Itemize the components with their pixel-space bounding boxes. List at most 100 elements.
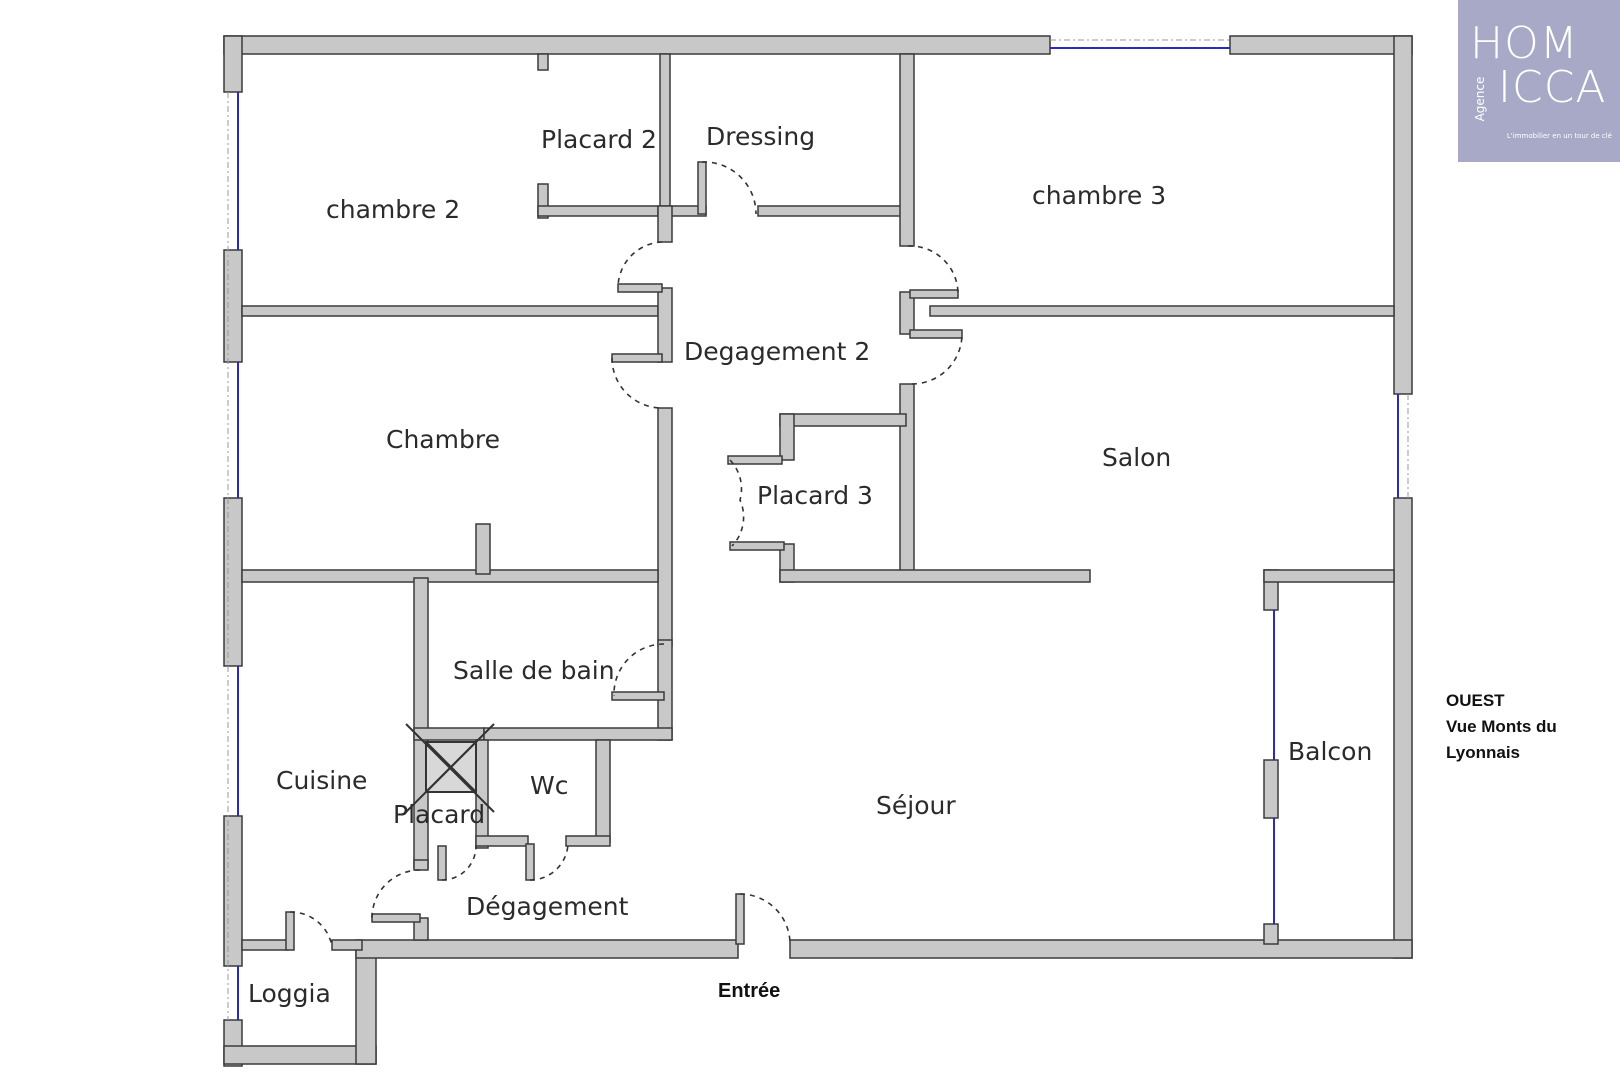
door-swings — [289, 161, 963, 947]
door-leaf-loggia — [285, 911, 295, 951]
wall-wc-left — [475, 739, 489, 849]
wall-deg2-left-mid — [657, 287, 673, 363]
outer-wall-bottom-left — [355, 939, 739, 959]
door-leaf-salon — [909, 329, 963, 339]
room-label-dressing: Dressing — [706, 122, 815, 151]
door-leaf-chambre2 — [617, 283, 663, 293]
door-leaf-entree — [735, 893, 745, 945]
door-swing-loggia — [289, 911, 333, 947]
door-swing-salon — [911, 333, 963, 385]
doors — [285, 161, 963, 951]
orientation-line-2: Vue Monts du — [1446, 717, 1557, 736]
room-label-placard2: Placard 2 — [541, 125, 657, 154]
outer-wall-top-left — [223, 35, 1051, 55]
orientation-note: OUEST Vue Monts du Lyonnais — [1446, 688, 1557, 766]
wall-placard3-bottom — [779, 569, 1091, 583]
wall-wc-right — [595, 739, 611, 843]
room-label-salle-de-bain: Salle de bain — [453, 656, 615, 685]
outer-wall-left-2 — [223, 249, 243, 363]
door-swing-chambre — [611, 357, 663, 409]
entrance-label: Entrée — [718, 980, 781, 1002]
room-label-chambre: Chambre — [386, 425, 500, 454]
door-swing-dressing — [701, 161, 757, 215]
room-label-loggia: Loggia — [248, 979, 331, 1008]
wall-wc-bottom-a — [475, 835, 529, 847]
wall-deg2-right-low — [899, 383, 915, 575]
logo-tagline: L'immobilier en un tour de clé — [1506, 132, 1612, 140]
room-label-chambre2: chambre 2 — [326, 195, 460, 224]
wall-placard-dressing — [659, 53, 671, 217]
loggia-wall-top — [241, 939, 289, 951]
door-leaf-wc — [525, 843, 535, 881]
door-swing-placard3 — [729, 459, 745, 547]
room-label-placard3: Placard 3 — [757, 481, 873, 510]
wall-sdb-bottom — [483, 727, 673, 741]
windows — [237, 47, 1399, 1020]
room-label-wc: Wc — [530, 771, 568, 800]
outer-wall-left-1 — [223, 35, 243, 93]
wall-deg2-left-top — [657, 205, 673, 243]
room-label-cuisine: Cuisine — [276, 766, 367, 795]
wall-placard3-left-top — [779, 413, 795, 461]
wall-wc-bottom-b — [565, 835, 611, 847]
logo-brand-bottom: ICCA — [1498, 62, 1607, 113]
wall-balcon-left-mid — [1263, 759, 1279, 819]
ventilation-shaft-diagonal-4 — [405, 723, 495, 813]
door-leaf-placard3-b — [729, 541, 785, 551]
door-swing-sdb — [613, 643, 665, 697]
wall-chambre3-bottom — [929, 305, 1395, 317]
room-label-salon: Salon — [1102, 443, 1171, 472]
outer-wall-top-right — [1229, 35, 1413, 55]
wall-balcon-left-bot — [1263, 923, 1279, 945]
wall-placard-left — [413, 859, 429, 871]
wall-chambre2-bottom — [241, 305, 659, 317]
door-leaf-placard3-a — [727, 455, 783, 465]
door-leaf-sdb — [611, 691, 665, 701]
window-frames — [227, 39, 1409, 1020]
outer-wall-right-upper — [1393, 35, 1413, 395]
wall-dressing-bottom-right — [757, 205, 907, 217]
outer-wall-bottom-right — [789, 939, 1413, 959]
ventilation-shaft-icon — [405, 723, 495, 813]
door-leaf-chambre — [611, 353, 663, 363]
loggia-wall-top-2 — [331, 939, 363, 951]
door-swing-placard — [441, 845, 477, 881]
wall-placard2-left-a — [537, 53, 549, 71]
wall-cuisine-stub — [413, 917, 429, 941]
wall-deg2-left-low — [657, 407, 673, 647]
outer-wall-right-lower — [1393, 497, 1413, 959]
logo-brand-top: HOM — [1470, 18, 1579, 69]
wall-chambre-stub — [475, 523, 491, 575]
loggia-wall-right — [355, 945, 377, 1065]
door-swing-entree — [739, 893, 791, 945]
door-leaf-placard — [437, 845, 447, 881]
door-leaf-cuisine — [371, 913, 421, 923]
wall-placard2-left-b — [537, 183, 549, 219]
room-label-placard: Placard — [393, 800, 485, 829]
outer-wall-left-4 — [223, 815, 243, 967]
door-swing-chambre2 — [617, 241, 663, 289]
outer-wall-bottom-loggia — [223, 1045, 377, 1065]
wall-placard3-top — [779, 413, 907, 427]
outer-wall-left-3 — [223, 497, 243, 667]
door-swing-cuisine — [371, 869, 421, 919]
wall-deg2-right-mid — [899, 291, 915, 335]
room-label-degagement2: Degagement 2 — [684, 337, 870, 366]
wall-sdb-bottom-left — [413, 727, 485, 741]
door-leaf-dressing — [697, 161, 707, 215]
door-leaf-chambre3 — [909, 289, 959, 299]
wall-dressing-right — [899, 53, 915, 247]
room-label-degagement: Dégagement — [466, 892, 629, 921]
door-swing-chambre3 — [907, 245, 959, 295]
room-label-sejour: Séjour — [876, 791, 956, 820]
orientation-line-3: Lyonnais — [1446, 743, 1520, 762]
wall-sdb-right — [657, 639, 673, 741]
wall-balcon-top — [1263, 569, 1395, 583]
door-swing-wc — [529, 843, 569, 881]
wall-chambre-bottom — [241, 569, 659, 583]
logo-agence: Agence — [1473, 76, 1487, 122]
orientation-line-1: OUEST — [1446, 691, 1505, 710]
wall-placard2-bottom — [537, 205, 659, 217]
room-label-chambre3: chambre 3 — [1032, 181, 1166, 210]
